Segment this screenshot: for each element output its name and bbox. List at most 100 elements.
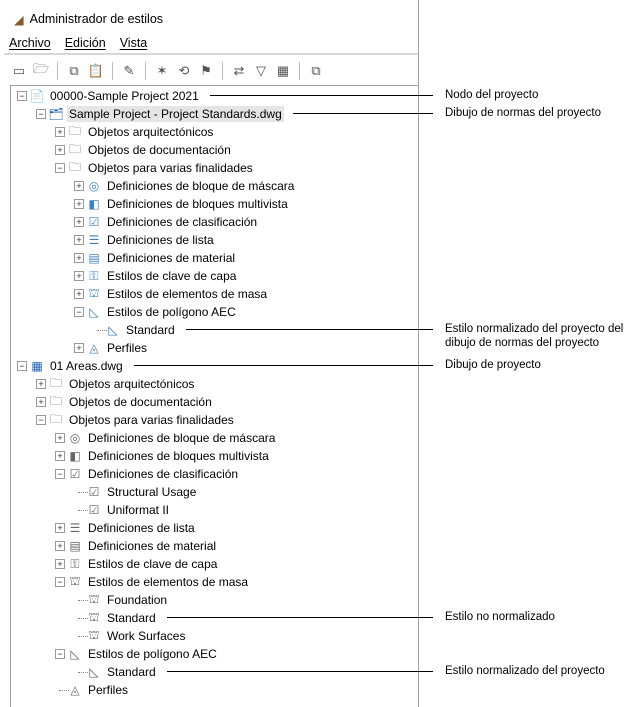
view-icon[interactable]: ▦: [276, 63, 290, 78]
tree-node[interactable]: −🗀Objetos para varias finalidades: [11, 411, 418, 429]
tree-node-label[interactable]: Definiciones de material: [107, 251, 236, 265]
tree-node-label[interactable]: Estilos de elementos de masa: [107, 287, 268, 301]
tree-node-label[interactable]: Estilos de clave de capa: [88, 557, 218, 571]
tree-node[interactable]: ⛫Work Surfaces: [11, 627, 418, 645]
tree-node[interactable]: ☑Uniformat II: [11, 501, 418, 519]
expand-button[interactable]: +: [55, 433, 65, 443]
tree-node-label[interactable]: Foundation: [107, 593, 168, 607]
expand-button[interactable]: +: [55, 145, 65, 155]
collapse-button[interactable]: −: [74, 307, 84, 317]
expand-button[interactable]: +: [74, 343, 84, 353]
expand-button[interactable]: +: [74, 271, 84, 281]
tree-node-label[interactable]: Objetos de documentación: [69, 395, 212, 409]
tree-node[interactable]: ◺Standard: [11, 321, 418, 339]
tree-node[interactable]: ◬Perfiles: [11, 681, 418, 699]
expand-button[interactable]: +: [74, 235, 84, 245]
menu-vista[interactable]: Vista: [119, 36, 148, 50]
collapse-button[interactable]: −: [36, 415, 46, 425]
tree-node[interactable]: +◎Definiciones de bloque de máscara: [11, 177, 418, 195]
open-icon[interactable]: 🗁: [32, 61, 50, 76]
tree-node-label[interactable]: Definiciones de lista: [88, 521, 195, 535]
tree-node-label[interactable]: Work Surfaces: [107, 629, 186, 643]
tree-node-label[interactable]: 01 Areas.dwg: [50, 359, 123, 373]
tree-node-label[interactable]: Definiciones de material: [88, 539, 217, 553]
expand-button[interactable]: +: [74, 199, 84, 209]
tree-node[interactable]: +⚿Estilos de clave de capa: [11, 267, 418, 285]
tree-node-label[interactable]: 00000-Sample Project 2021: [50, 89, 199, 103]
expand-button[interactable]: +: [55, 127, 65, 137]
edit-icon[interactable]: ✎: [123, 63, 135, 78]
tree-node-label[interactable]: Sample Project - Project Standards.dwg: [67, 106, 284, 122]
tree-node[interactable]: −◺Estilos de polígono AEC: [11, 645, 418, 663]
tree-node[interactable]: ⛫Foundation: [11, 591, 418, 609]
expand-button[interactable]: +: [55, 451, 65, 461]
purge-icon[interactable]: ✶: [156, 63, 168, 78]
tree-node-label[interactable]: Objetos de documentación: [88, 143, 231, 157]
tree-node[interactable]: ☑Structural Usage: [11, 483, 418, 501]
tree-node-label[interactable]: Uniformat II: [107, 503, 170, 517]
tree-node[interactable]: +🗀Objetos de documentación: [11, 393, 418, 411]
new-icon[interactable]: ▭: [12, 63, 26, 78]
expand-button[interactable]: +: [74, 289, 84, 299]
tree-node[interactable]: −▦01 Areas.dwg: [11, 357, 418, 375]
tree-node-label[interactable]: Definiciones de clasificación: [88, 467, 239, 481]
tree-node-label[interactable]: Estilos de clave de capa: [107, 269, 237, 283]
tree-node[interactable]: +◧Definiciones de bloques multivista: [11, 447, 418, 465]
tree-node[interactable]: +☰Definiciones de lista: [11, 519, 418, 537]
collapse-button[interactable]: −: [17, 361, 27, 371]
tree-node[interactable]: +⚿Estilos de clave de capa: [11, 555, 418, 573]
expand-button[interactable]: +: [36, 397, 46, 407]
tree-node-label[interactable]: Estilos de elementos de masa: [88, 575, 249, 589]
tree-node[interactable]: −🗀Objetos para varias finalidades: [11, 159, 418, 177]
standards-icon[interactable]: ⚑: [200, 63, 212, 78]
tree-node[interactable]: +🗀Objetos arquitectónicos: [11, 375, 418, 393]
tree-node-label[interactable]: Estilos de polígono AEC: [107, 305, 236, 319]
tree-node-label[interactable]: Definiciones de bloques multivista: [88, 449, 269, 463]
tree-node-label[interactable]: Definiciones de bloque de máscara: [107, 179, 295, 193]
tree-node[interactable]: +⛫Estilos de elementos de masa: [11, 285, 418, 303]
tree-node-label[interactable]: Objetos arquitectónicos: [69, 377, 195, 391]
tree-node-label[interactable]: Standard: [107, 665, 156, 679]
tree-node[interactable]: +◬Perfiles: [11, 339, 418, 357]
tree-node[interactable]: −🗂Sample Project - Project Standards.dwg: [11, 105, 418, 123]
compare-icon[interactable]: ⇄: [233, 63, 245, 78]
filter-icon[interactable]: ▽: [256, 63, 266, 78]
collapse-button[interactable]: −: [55, 649, 65, 659]
tree-node[interactable]: +▤Definiciones de material: [11, 537, 418, 555]
expand-button[interactable]: +: [55, 523, 65, 533]
expand-button[interactable]: +: [74, 181, 84, 191]
tree-node[interactable]: −◺Estilos de polígono AEC: [11, 303, 418, 321]
tree-node-label[interactable]: Standard: [107, 611, 156, 625]
tree-node-label[interactable]: Standard: [126, 323, 175, 337]
collapse-button[interactable]: −: [55, 577, 65, 587]
tree-node-label[interactable]: Definiciones de bloques multivista: [107, 197, 288, 211]
tree-node[interactable]: +☑Definiciones de clasificación: [11, 213, 418, 231]
tree-node[interactable]: +▤Definiciones de material: [11, 249, 418, 267]
paste-icon[interactable]: 📋: [87, 63, 105, 78]
menu-archivo[interactable]: Archivo: [9, 36, 51, 50]
tree-node[interactable]: −⛫Estilos de elementos de masa: [11, 573, 418, 591]
tree-node-label[interactable]: Estilos de polígono AEC: [88, 647, 217, 661]
tree-node[interactable]: ◺Standard: [11, 663, 418, 681]
collapse-button[interactable]: −: [36, 109, 46, 119]
expand-button[interactable]: +: [55, 541, 65, 551]
expand-button[interactable]: +: [74, 217, 84, 227]
tree-node[interactable]: +◎Definiciones de bloque de máscara: [11, 429, 418, 447]
synchronize-icon[interactable]: ⟲: [178, 63, 190, 78]
tree-node-label[interactable]: Definiciones de clasificación: [107, 215, 258, 229]
tree-node[interactable]: −☑Definiciones de clasificación: [11, 465, 418, 483]
tree-node-label[interactable]: Objetos para varias finalidades: [88, 161, 253, 175]
tree-node[interactable]: −📄00000-Sample Project 2021: [11, 87, 418, 105]
tree-node[interactable]: +🗀Objetos de documentación: [11, 141, 418, 159]
tree-node[interactable]: ⛫Standard: [11, 609, 418, 627]
expand-button[interactable]: +: [74, 253, 84, 263]
tree-node[interactable]: +☰Definiciones de lista: [11, 231, 418, 249]
tree-node-label[interactable]: Definiciones de bloque de máscara: [88, 431, 276, 445]
style-tree[interactable]: −📄00000-Sample Project 2021−🗂Sample Proj…: [10, 85, 418, 707]
tree-node-label[interactable]: Structural Usage: [107, 485, 197, 499]
tree-node-label[interactable]: Perfiles: [88, 683, 129, 697]
expand-button[interactable]: +: [36, 379, 46, 389]
tree-node-label[interactable]: Objetos arquitectónicos: [88, 125, 214, 139]
tree-node[interactable]: +🗀Objetos arquitectónicos: [11, 123, 418, 141]
tree-node-label[interactable]: Definiciones de lista: [107, 233, 214, 247]
